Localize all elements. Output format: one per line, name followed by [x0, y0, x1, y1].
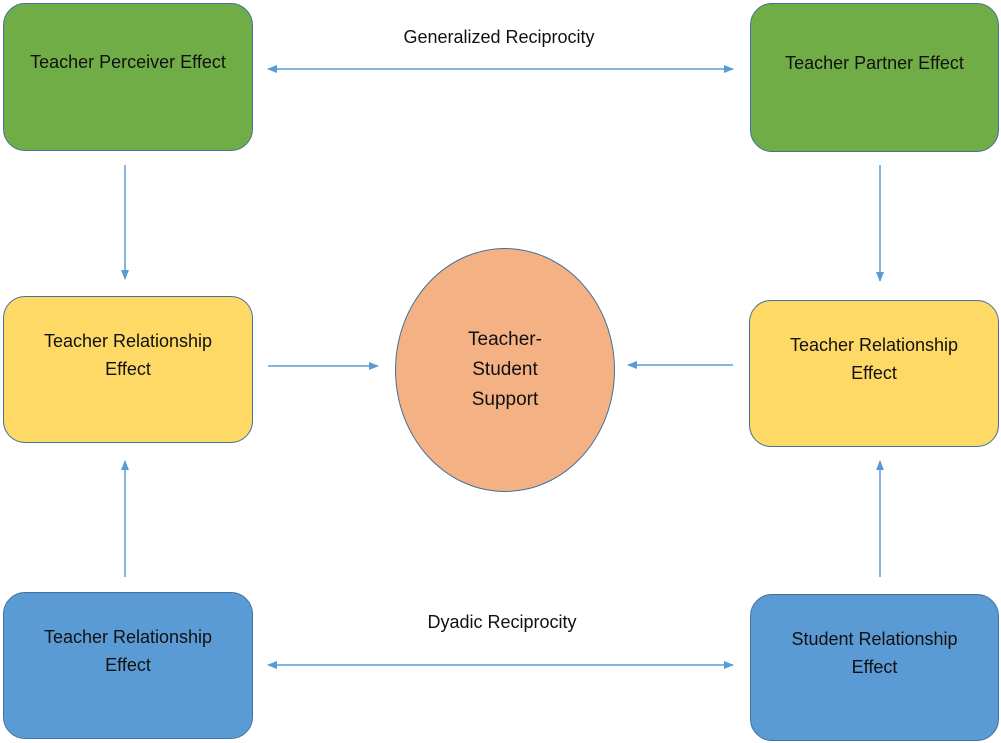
node-label: Teacher Relationship Effect	[43, 626, 213, 675]
teacher-relationship-effect-right-node: Teacher Relationship Effect	[749, 300, 999, 447]
teacher-partner-effect-node: Teacher Partner Effect	[750, 3, 999, 152]
dyadic-reciprocity-label: Dyadic Reciprocity	[427, 612, 577, 632]
teacher-perceiver-effect-node: Teacher Perceiver Effect	[3, 3, 253, 151]
teacher-student-support-node: Teacher-Student Support	[395, 248, 615, 492]
node-label: Teacher Relationship Effect	[789, 334, 959, 383]
node-label: Student Relationship Effect	[791, 628, 958, 677]
student-relationship-effect-node: Student Relationship Effect	[750, 594, 999, 741]
generalized-reciprocity-label: Generalized Reciprocity	[403, 27, 595, 47]
teacher-relationship-effect-bottom-node: Teacher Relationship Effect	[3, 592, 253, 739]
node-label: Teacher Partner Effect	[785, 52, 964, 73]
node-label: Teacher Perceiver Effect	[30, 52, 226, 72]
teacher-relationship-effect-left-node: Teacher Relationship Effect	[3, 296, 253, 443]
node-label: Teacher Relationship Effect	[43, 330, 213, 379]
node-label: Teacher-Student Support	[468, 329, 542, 410]
